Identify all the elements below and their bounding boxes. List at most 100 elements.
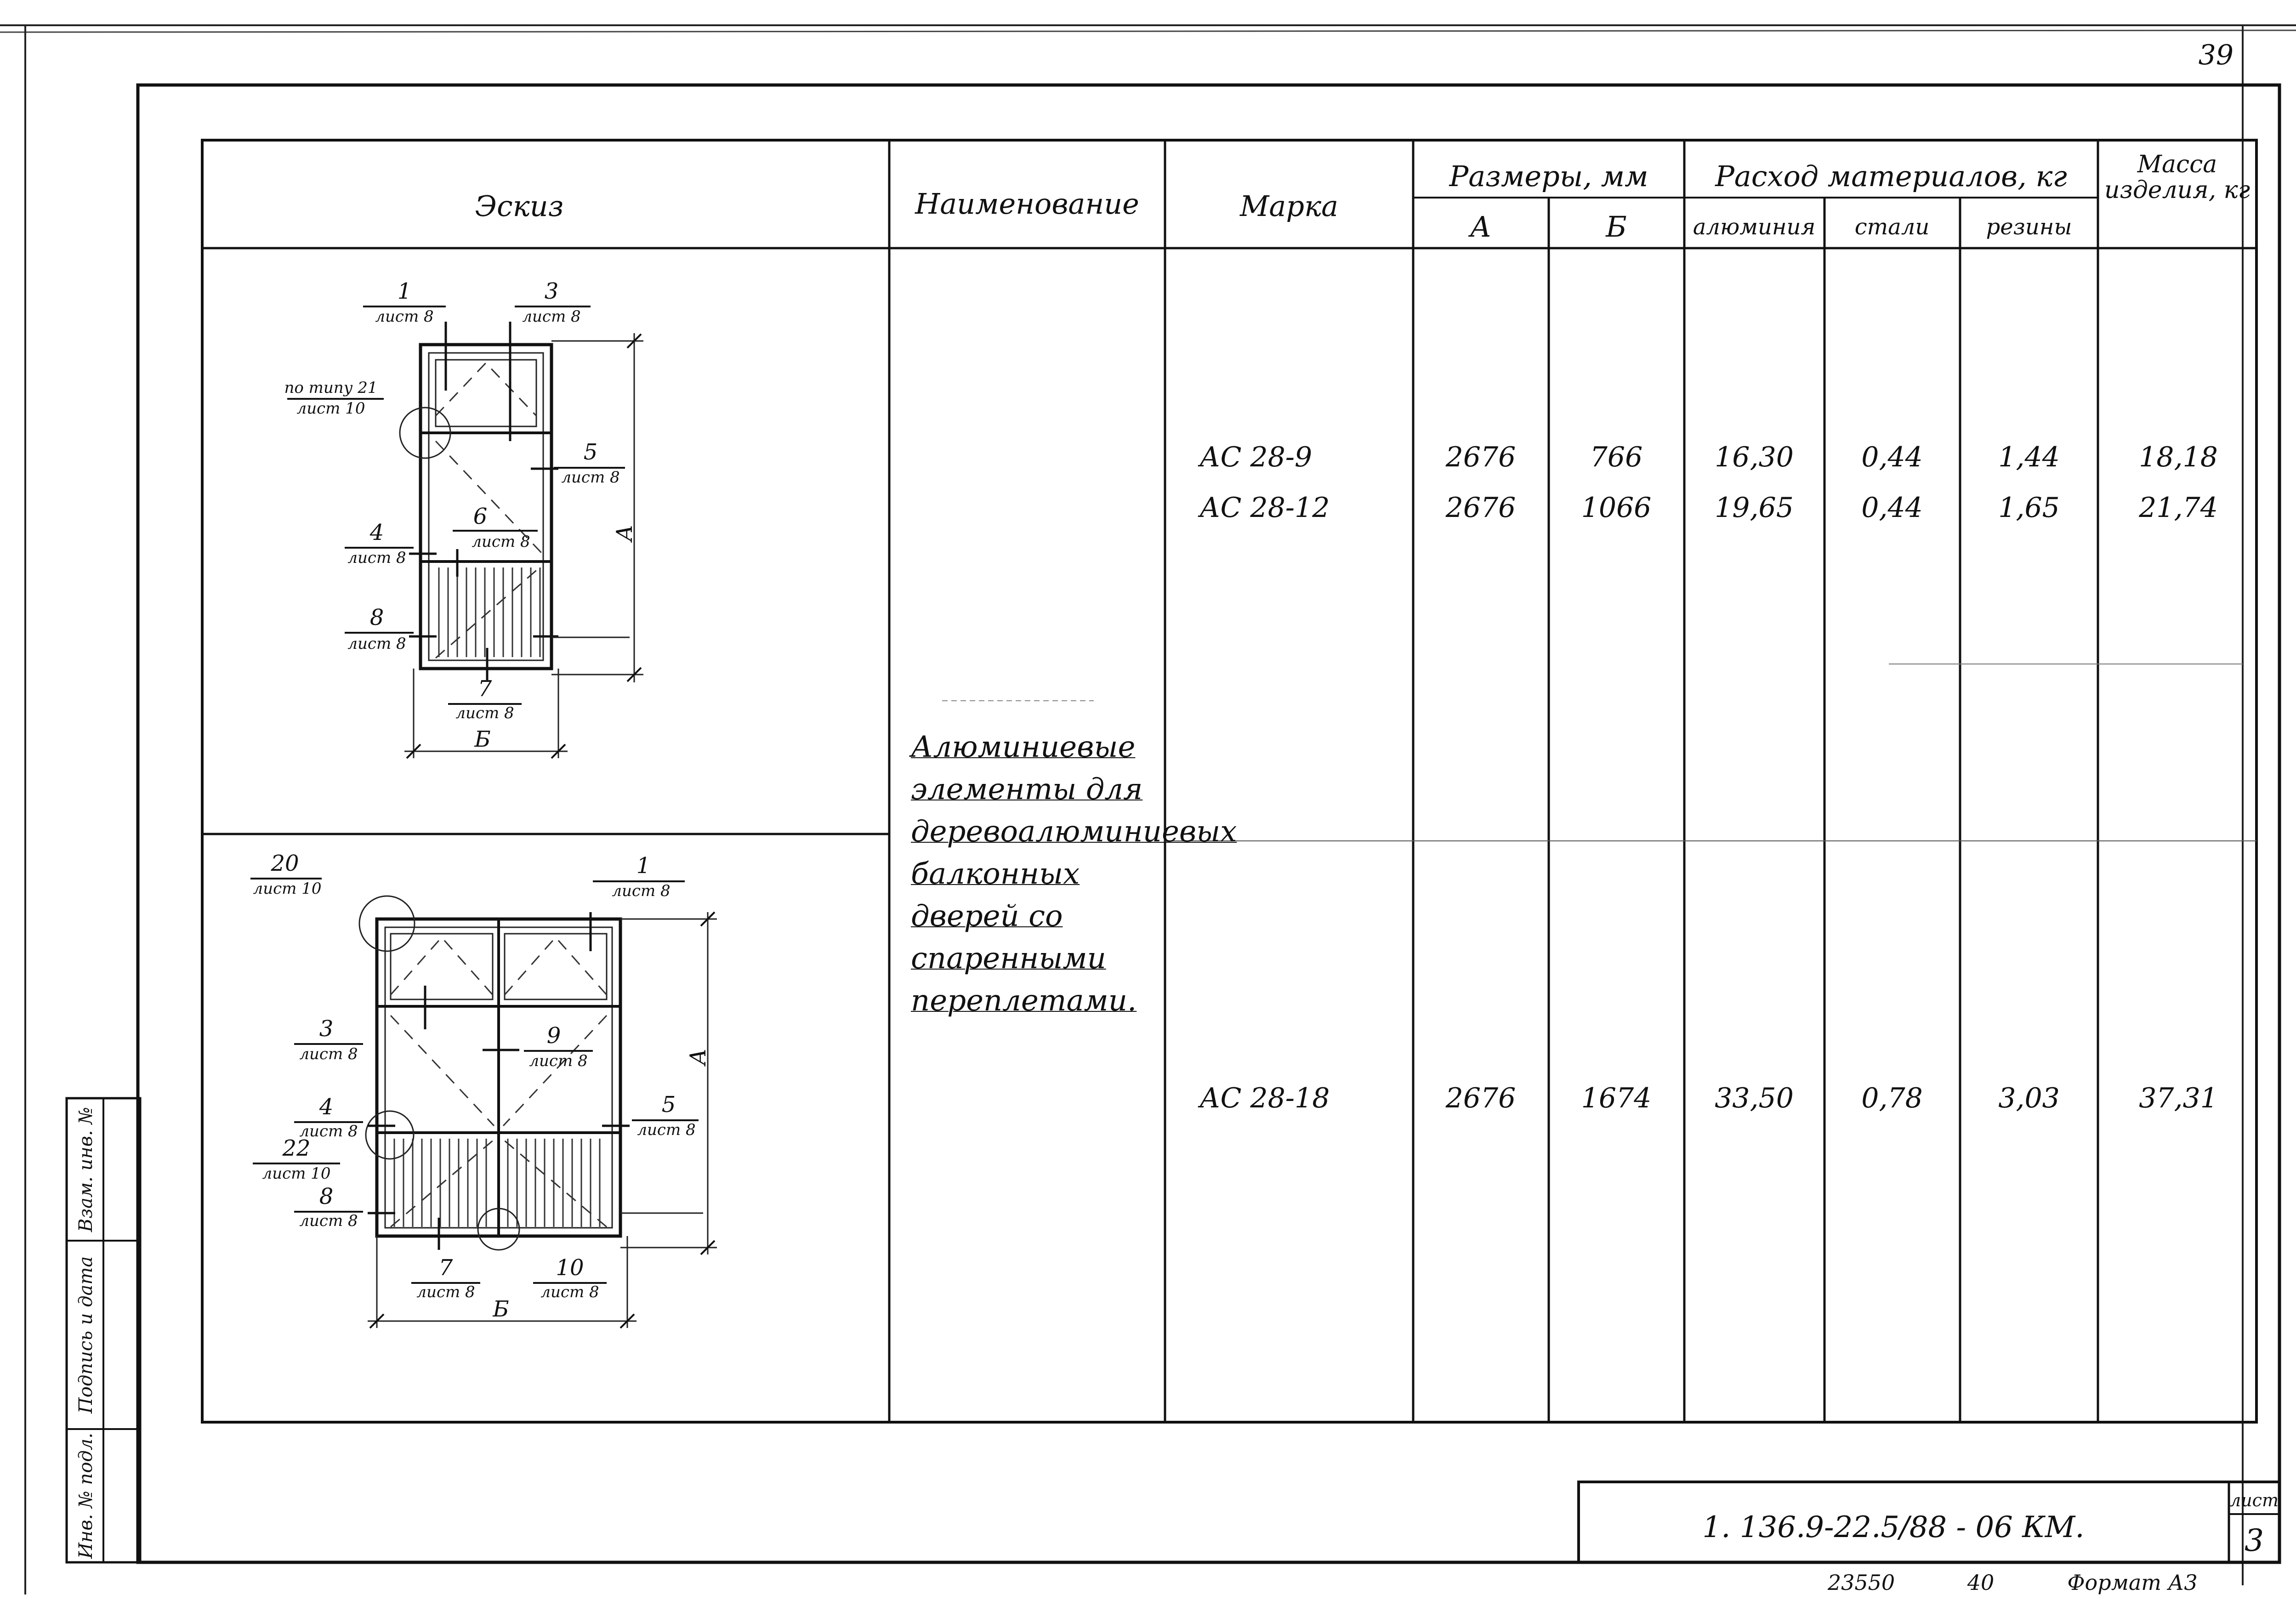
door2-dim-a-label: А xyxy=(685,1049,711,1067)
door1-panel-hatch xyxy=(438,567,541,657)
door2-panel-open-right xyxy=(503,1139,607,1228)
door2-callout-4-sheet: лист 8 xyxy=(299,1122,358,1140)
door1-callout-6-num: 6 xyxy=(473,504,488,529)
title-block: 1. 136.9-22.5/88 - 06 КМ. лист 3 xyxy=(1577,1481,2281,1564)
row-2-mass: 21,74 xyxy=(2138,492,2218,524)
door2-transom-pane-right xyxy=(504,933,608,1000)
door1-callout-21-sheet: лист 10 xyxy=(297,399,365,418)
row-2-rubber: 1,65 xyxy=(1998,492,2060,524)
header-sizes: Размеры, мм xyxy=(1449,159,1648,193)
door1-dim-a-tick-top xyxy=(626,333,642,349)
top-rule-2 xyxy=(0,29,2296,33)
door1-callout-3-sheet: лист 8 xyxy=(522,307,580,326)
row-1-b: 766 xyxy=(1590,441,1643,473)
door1-callout-4-sheet: лист 8 xyxy=(347,549,406,567)
side-stamp-signature: Подпись и дата xyxy=(75,1256,97,1414)
header-mark: Марка xyxy=(1239,189,1338,223)
door2-callout-9-num: 9 xyxy=(547,1023,561,1049)
footer-num-1: 23550 xyxy=(1827,1570,1895,1595)
table-border xyxy=(201,139,2258,1424)
door1-dim-b-tick-right xyxy=(551,743,566,759)
row-2-b: 1066 xyxy=(1581,492,1652,524)
door2-panel-hatch xyxy=(393,1139,601,1227)
row-2-aluminium: 19,65 xyxy=(1715,492,1794,524)
door2-detail-circle-10 xyxy=(477,1208,520,1251)
side-stamp: Инв. № подл. Подпись и дата Взам. инв. № xyxy=(65,1097,142,1564)
door2-transom-pane-left xyxy=(390,933,494,1000)
door2-dim-b-label: Б xyxy=(492,1296,509,1322)
table-row: АС 28-12 2676 1066 19,65 0,44 1,65 21,74 xyxy=(1198,492,2218,524)
row-3-rubber: 3,03 xyxy=(1998,1082,2060,1114)
door2-detail-circle-20 xyxy=(358,895,415,952)
header-size-a: А xyxy=(1468,210,1492,244)
door2-transom-open-left xyxy=(390,936,494,995)
door2-dim-a-tick-top xyxy=(700,911,716,927)
door2-callout-4-num: 4 xyxy=(319,1094,334,1120)
door1-transom-pane xyxy=(435,359,537,427)
sketch-door-double: А Б 20 лист 10 1 лист 8 3 лист 8 9 лист … xyxy=(250,851,717,1329)
door2-callout-10-sheet: лист 8 xyxy=(540,1283,599,1301)
row-1-mark: АС 28-9 xyxy=(1198,441,1312,473)
door2-callout-10-num: 10 xyxy=(556,1255,584,1281)
row-1-rubber: 1,44 xyxy=(1998,441,2060,473)
door2-detail-circle-22 xyxy=(365,1110,415,1160)
name-cell: Алюминиевые элементы для деревоалюминиев… xyxy=(911,726,1237,1022)
door1-callout-4-num: 4 xyxy=(369,520,384,545)
door1-callout-5-sheet: лист 8 xyxy=(561,468,619,487)
door1-callout-21-num: по типу 21 xyxy=(284,379,377,397)
door2-callout-1-sheet: лист 8 xyxy=(612,882,670,900)
door2-dim-b-tick-right xyxy=(619,1313,635,1329)
inner-frame xyxy=(136,83,2281,1564)
door1-callout-8-num: 8 xyxy=(370,605,384,630)
door2-callout-8-num: 8 xyxy=(319,1184,334,1209)
door1-callout-6-sheet: лист 8 xyxy=(472,533,530,551)
footer-num-2: 40 xyxy=(1967,1570,1995,1595)
header-mass: Масса изделия, кг xyxy=(2104,152,2250,204)
row-3-aluminium: 33,50 xyxy=(1715,1082,1794,1114)
header-mass-wrap: Масса изделия, кг xyxy=(2104,152,2250,204)
door2-callout-8-sheet: лист 8 xyxy=(299,1212,358,1230)
row-3-b: 1674 xyxy=(1581,1082,1652,1114)
door1-transom-open xyxy=(435,362,537,417)
door2-callout-3-sheet: лист 8 xyxy=(299,1045,358,1063)
title-block-frame xyxy=(1577,1481,2281,1564)
header-sketch: Эскиз xyxy=(475,189,564,223)
table-row: АС 28-9 2676 766 16,30 0,44 1,44 18,18 xyxy=(1198,441,2218,473)
header-size-b: Б xyxy=(1605,210,1627,244)
row-3-a: 2676 xyxy=(1445,1082,1516,1114)
row-2-mark: АС 28-12 xyxy=(1198,492,1330,524)
title-block-code: 1. 136.9-22.5/88 - 06 КМ. xyxy=(1702,1510,2084,1544)
door1-dim-a-tick-bottom xyxy=(626,667,642,682)
door2-callout-7-sheet: лист 8 xyxy=(416,1283,475,1301)
door2-callout-5-num: 5 xyxy=(662,1092,676,1118)
door1-callout-7-sheet: лист 8 xyxy=(455,704,514,722)
name-cell-text: Алюминиевые элементы для деревоалюминиев… xyxy=(911,730,1237,1018)
row-3-mass: 37,31 xyxy=(2139,1082,2218,1114)
row-1-aluminium: 16,30 xyxy=(1715,441,1794,473)
row-1-steel: 0,44 xyxy=(1861,441,1923,473)
door2-callout-3-num: 3 xyxy=(319,1016,334,1042)
side-stamp-replace: Взам. инв. № xyxy=(75,1107,97,1232)
door1-dim-b-label: Б xyxy=(474,726,490,752)
door1-glass-open xyxy=(435,440,543,555)
door2-glass-open-right xyxy=(502,1015,608,1127)
row-3-mark: АС 28-18 xyxy=(1198,1082,1330,1114)
door1-callout-5-num: 5 xyxy=(584,439,598,465)
door2-glass-open-left xyxy=(390,1015,495,1127)
door2-callout-1-num: 1 xyxy=(637,853,651,879)
door2-callout-20-sheet: лист 10 xyxy=(253,879,322,898)
door2-callout-22-sheet: лист 10 xyxy=(262,1164,331,1183)
door1-callout-7-num: 7 xyxy=(478,676,492,702)
door2-callout-5-sheet: лист 8 xyxy=(637,1121,695,1139)
door1-detail-circle xyxy=(399,407,451,459)
table-row: АС 28-18 2676 1674 33,50 0,78 3,03 37,31 xyxy=(1198,1082,2218,1114)
door1-callout-1-num: 1 xyxy=(398,278,412,304)
door1-callout-1-sheet: лист 8 xyxy=(375,307,433,326)
row-3-steel: 0,78 xyxy=(1861,1082,1923,1114)
row-1-a: 2676 xyxy=(1445,441,1516,473)
header-materials: Расход материалов, кг xyxy=(1715,159,2067,193)
header-name: Наименование xyxy=(915,187,1139,221)
row-2-steel: 0,44 xyxy=(1861,492,1923,524)
header-rubber: резины xyxy=(1986,214,2072,240)
